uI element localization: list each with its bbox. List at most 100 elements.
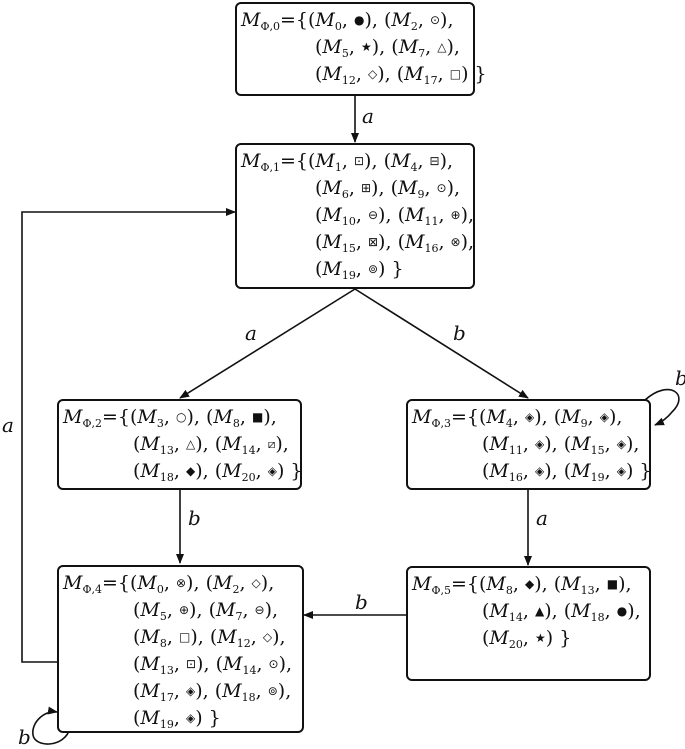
node-line: (M15, ⊠), (M16, ⊗), — [315, 231, 475, 255]
marking-pair: (M13, ⊡) — [133, 653, 204, 677]
marking-index: 18 — [590, 611, 605, 624]
marking-index: 18 — [241, 691, 256, 704]
marking-pair: (M15, ◈) — [563, 433, 634, 457]
node-name: M — [412, 406, 432, 428]
node-subscript: Φ,5 — [431, 584, 451, 597]
marking-symbol: ⊡ — [185, 657, 197, 671]
node-line: (M8, □), (M12, ◇), — [133, 626, 286, 650]
marking-symbol: ● — [616, 604, 628, 618]
marking-index: 8 — [232, 417, 240, 430]
marking-symbol: ◈ — [185, 684, 196, 698]
marking-name: M — [222, 460, 242, 482]
marking-name: M — [222, 653, 243, 675]
marking-pair: (M13, ■) — [553, 573, 626, 597]
marking-index: 14 — [241, 444, 256, 457]
marking-index: 20 — [241, 471, 256, 484]
marking-pair: (M4, ⊟) — [383, 150, 448, 174]
marking-index: 16 — [424, 242, 439, 255]
marking-name: M — [397, 177, 418, 199]
marking-name: M — [404, 231, 425, 253]
marking-index: 19 — [590, 471, 605, 484]
marking-pair: (M11, ⊕) — [397, 204, 469, 228]
state-node-phi-1: MΦ,1={(M1, ⊡), (M4, ⊟), (M6, ⊞), (M9, ⊙)… — [235, 143, 475, 289]
node-header-line: MΦ,1={(M1, ⊡), (M4, ⊟), — [241, 150, 454, 174]
marking-pair: (M17, □) — [396, 63, 469, 87]
marking-index: 5 — [341, 47, 349, 60]
marking-index: 20 — [508, 638, 523, 651]
marking-pair: (M5, ★) — [315, 36, 380, 60]
state-node-phi-3: MΦ,3={(M4, ◈), (M9, ◈), (M11, ◈), (M15, … — [406, 399, 652, 490]
marking-symbol: ◇ — [251, 576, 261, 590]
edge-label-n1-n2: a — [245, 321, 257, 345]
node-subscript: Φ,1 — [260, 161, 280, 174]
marking-symbol: ⊠ — [367, 235, 379, 249]
marking-name: M — [215, 599, 236, 621]
marking-symbol: ⊗ — [175, 576, 187, 590]
node-line: (M19, ⊚) } — [315, 258, 404, 282]
marking-symbol: ⊚ — [267, 684, 278, 698]
marking-name: M — [390, 150, 411, 172]
marking-name: M — [140, 460, 160, 482]
marking-name: M — [571, 433, 591, 455]
marking-pair: (M11, ◈) — [482, 433, 552, 457]
node-name: M — [63, 572, 83, 594]
marking-pair: (M12, ◇) — [315, 63, 385, 87]
marking-name: M — [486, 573, 506, 595]
edge-n1-n3 — [354, 288, 529, 399]
marking-pair: (M2, ⊙) — [383, 9, 448, 33]
edge-label-n0-n1: a — [362, 104, 374, 128]
marking-index: 13 — [580, 584, 595, 597]
edge-n1-n2 — [179, 288, 356, 399]
marking-index: 13 — [159, 444, 174, 457]
node-header-line: MΦ,3={(M4, ◈), (M9, ◈), — [412, 406, 623, 430]
marking-symbol: ⊟ — [429, 154, 440, 168]
node-name: M — [63, 406, 83, 428]
marking-name: M — [322, 231, 342, 253]
node-line: (M20, ★) } — [482, 627, 572, 651]
marking-pair: (M8, ◆) — [479, 573, 542, 597]
marking-name: M — [315, 150, 335, 172]
marking-name: M — [212, 572, 233, 594]
marking-pair: (M18, ⊚) — [214, 680, 286, 704]
marking-index: 9 — [580, 417, 588, 430]
marking-pair: (M12, ◇) — [209, 626, 280, 650]
marking-index: 2 — [232, 583, 240, 596]
state-node-phi-5: MΦ,5={(M8, ◆), (M13, ■), (M14, ▲), (M18,… — [406, 566, 651, 681]
marking-symbol: ⊕ — [178, 603, 190, 617]
marking-pair: (M19, ◈) — [133, 707, 203, 731]
edge-label-n3-n3: b — [675, 368, 685, 388]
marking-index: 2 — [410, 20, 418, 33]
marking-pair: (M14, ⧄) — [214, 433, 283, 457]
edge-label-n4-n4: b — [18, 725, 31, 749]
marking-symbol: ◈ — [599, 410, 609, 424]
marking-name: M — [561, 573, 581, 595]
marking-symbol: ◈ — [524, 410, 535, 424]
node-line: (M13, △), (M14, ⧄), — [133, 433, 289, 457]
marking-symbol: ▲ — [534, 604, 545, 618]
marking-pair: (M14, ▲) — [482, 600, 552, 624]
marking-pair: (M9, ◈) — [553, 406, 617, 430]
marking-index: 0 — [156, 583, 164, 596]
marking-symbol: ⊞ — [360, 181, 372, 195]
marking-symbol: ◇ — [262, 630, 273, 644]
marking-name: M — [222, 433, 242, 455]
marking-index: 5 — [159, 610, 167, 623]
marking-name: M — [222, 680, 242, 702]
marking-index: 10 — [341, 215, 356, 228]
node-line: (M11, ◈), (M15, ◈), — [482, 433, 640, 457]
marking-name: M — [140, 599, 160, 621]
marking-index: 7 — [235, 610, 243, 623]
marking-pair: (M20, ★) — [482, 627, 554, 651]
node-subscript: Φ,0 — [260, 20, 280, 33]
marking-pair: (M0, ●) — [308, 9, 372, 33]
marking-index: 14 — [242, 664, 257, 677]
state-node-phi-4: MΦ,4={(M0, ⊗), (M2, ◇), (M5, ⊕), (M7, ⊖)… — [57, 565, 304, 733]
marking-pair: (M17, ◈) — [133, 680, 203, 704]
marking-index: 15 — [590, 444, 605, 457]
marking-symbol: ⊙ — [436, 181, 447, 195]
marking-index: 11 — [424, 215, 439, 228]
marking-name: M — [322, 36, 342, 58]
marking-name: M — [140, 680, 160, 702]
marking-pair: (M18, ●) — [563, 600, 635, 624]
marking-index: 19 — [159, 718, 174, 731]
